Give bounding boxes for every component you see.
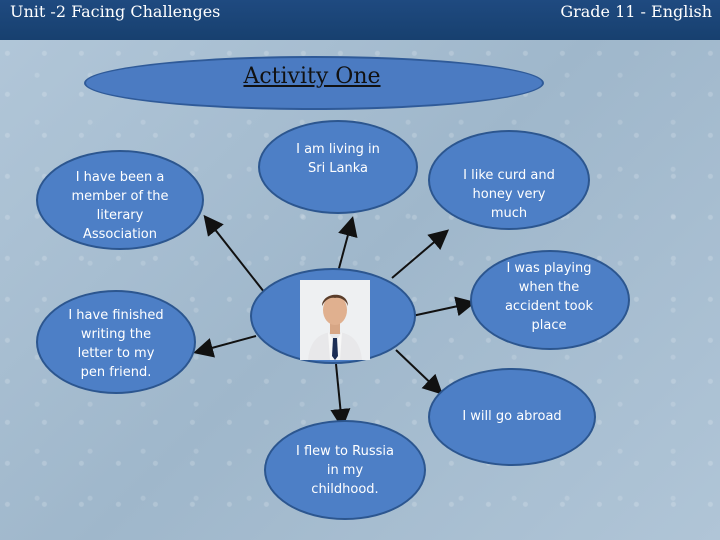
header-bar <box>0 0 720 40</box>
node-text-abroad: I will go abroad <box>462 409 562 424</box>
arrow-to-srilanka <box>337 216 358 273</box>
unit-title: Unit -2 Facing Challenges <box>10 2 221 21</box>
node-oval-curd <box>428 130 590 230</box>
arrow-to-curd <box>391 229 450 279</box>
node-oval-literary <box>36 150 204 250</box>
activity-title: Activity One <box>243 64 381 89</box>
node-text-playing: I was playing when the accident took pla… <box>504 261 594 333</box>
node-oval-abroad <box>428 368 596 466</box>
node-text-curd: I like curd and honey very much <box>463 168 555 221</box>
node-oval-russia <box>264 420 426 520</box>
grade-label: Grade 11 - English <box>560 2 712 21</box>
arrow-to-letter <box>193 335 257 358</box>
node-text-letter: I have finished writing the letter to my… <box>68 308 164 380</box>
node-oval-srilanka <box>258 120 418 214</box>
arrow-to-russia <box>330 363 351 429</box>
node-text-srilanka: I am living in Sri Lanka <box>296 142 380 176</box>
node-oval-playing <box>470 250 630 350</box>
arrow-to-playing <box>411 296 476 317</box>
person-photo <box>300 280 370 360</box>
arrow-to-abroad <box>395 349 443 395</box>
node-text-literary: I have been a member of the literary Ass… <box>71 170 169 242</box>
node-oval-letter <box>36 290 196 394</box>
title-oval <box>84 56 544 110</box>
node-text-russia: I flew to Russia in my childhood. <box>296 444 394 497</box>
arrow-to-literary <box>203 214 269 298</box>
